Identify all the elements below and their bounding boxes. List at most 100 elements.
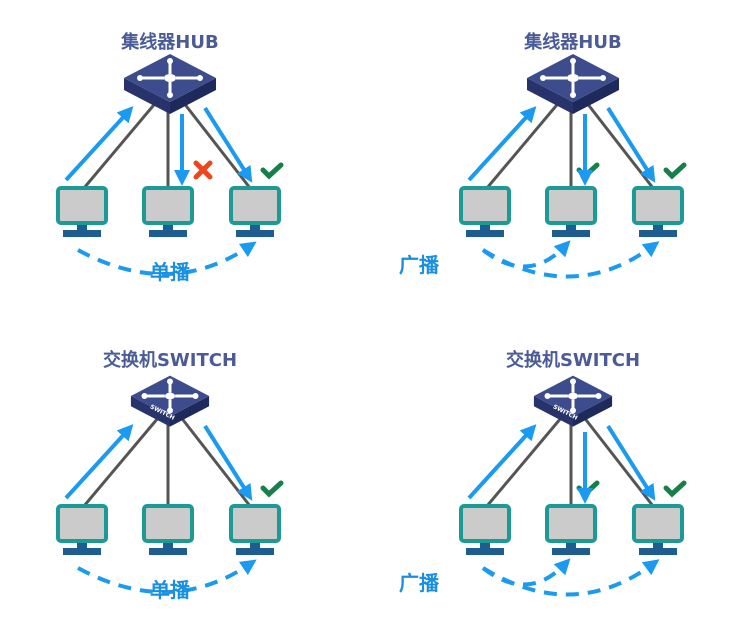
switch-icon: SWITCH: [130, 375, 210, 427]
device-arrow-tip: [570, 378, 576, 385]
monitor-stand: [639, 230, 677, 237]
monitor-neck: [480, 543, 490, 549]
monitor-stand: [63, 230, 101, 237]
device-side: [170, 396, 210, 427]
monitor-stand: [466, 230, 504, 237]
monitor-neck: [163, 543, 173, 549]
link-line: [178, 415, 252, 507]
device-arrow-tip: [137, 75, 143, 81]
monitor-icon: [545, 504, 597, 555]
device-center: [164, 392, 176, 400]
monitor-stand: [552, 230, 590, 237]
monitor-stand: [236, 230, 274, 237]
check-icon: [260, 480, 284, 498]
monitor-screen: [229, 504, 281, 543]
monitor-neck: [566, 543, 576, 549]
monitor-stand: [639, 548, 677, 555]
monitor-neck: [250, 543, 260, 549]
device-arrow-tip: [167, 378, 173, 385]
data-arrow-up: [467, 424, 537, 500]
monitor-stand: [63, 548, 101, 555]
device-title: 交换机SWITCH: [103, 349, 237, 371]
cross-icon: [193, 160, 213, 180]
data-arrow-down: [606, 106, 656, 183]
monitor-neck: [77, 225, 87, 231]
device-side: [170, 78, 216, 114]
monitor-icon: [229, 186, 281, 237]
check-icon: [576, 162, 600, 180]
monitor-screen: [142, 504, 194, 543]
device-side: [533, 396, 573, 427]
monitor-screen: [459, 504, 511, 543]
device-center: [567, 392, 579, 400]
panel-unicast-switch: 交换机SWITCH SWITCH 单播: [56, 349, 284, 602]
mode-label: 单播: [150, 578, 191, 602]
monitor-screen: [545, 186, 597, 225]
monitor-screen: [56, 504, 108, 543]
device-side: [130, 396, 170, 427]
link-line: [82, 417, 160, 507]
link-line: [485, 417, 563, 507]
monitor-icon: [229, 504, 281, 555]
monitor-stand: [466, 548, 504, 555]
hub-icon: [124, 54, 216, 114]
monitor-neck: [653, 225, 663, 231]
hub-icon: [527, 54, 619, 114]
device-arrow-tip: [141, 393, 148, 399]
device-center: [164, 74, 176, 82]
device-arrow-tip: [570, 58, 576, 64]
monitor-neck: [653, 543, 663, 549]
monitor-screen: [459, 186, 511, 225]
switch-icon: SWITCH: [533, 375, 613, 427]
link-line: [581, 97, 655, 189]
device-arrow-tip: [540, 75, 546, 81]
unicast-flow-arrow: [77, 241, 257, 276]
mode-label: 单播: [150, 260, 191, 284]
broadcast-flow-arrow: [481, 240, 571, 269]
data-arrow-up: [64, 424, 134, 500]
monitor-neck: [163, 225, 173, 231]
monitor-stand: [552, 548, 590, 555]
device-arrow-tip: [197, 75, 203, 81]
monitor-stand: [236, 548, 274, 555]
monitor-screen: [545, 504, 597, 543]
device-title: 交换机SWITCH: [506, 349, 640, 371]
monitor-icon: [142, 186, 194, 237]
monitor-neck: [77, 543, 87, 549]
device-side: [527, 78, 573, 114]
monitor-icon: [56, 504, 108, 555]
monitor-icon: [545, 186, 597, 237]
monitor-stand: [149, 230, 187, 237]
monitor-neck: [480, 225, 490, 231]
device-side: [573, 396, 613, 427]
mode-label: 广播: [399, 571, 440, 595]
device-arrow-tip: [600, 75, 606, 81]
data-arrow-down: [203, 106, 253, 183]
monitor-screen: [142, 186, 194, 225]
monitor-screen: [56, 186, 108, 225]
data-arrow-up: [64, 106, 134, 182]
device-arrow-tip: [570, 407, 576, 414]
monitor-neck: [566, 225, 576, 231]
monitor-screen: [632, 504, 684, 543]
device-arrow-tip: [167, 92, 173, 98]
monitor-stand: [149, 548, 187, 555]
device-side: [124, 78, 170, 114]
device-arrow-tip: [544, 393, 551, 399]
link-line: [581, 415, 655, 507]
link-line: [82, 99, 160, 189]
device-side: [573, 78, 619, 114]
device-arrow-tip: [595, 393, 602, 399]
data-arrow-down: [606, 424, 656, 501]
link-line: [485, 99, 563, 189]
monitor-icon: [142, 504, 194, 555]
check-icon: [663, 162, 687, 180]
monitor-icon: [459, 504, 511, 555]
device-arrow-tip: [167, 407, 173, 414]
data-arrow-down: [203, 424, 253, 501]
device-arrow-tip: [570, 92, 576, 98]
monitor-icon: [632, 186, 684, 237]
monitor-screen: [632, 186, 684, 225]
